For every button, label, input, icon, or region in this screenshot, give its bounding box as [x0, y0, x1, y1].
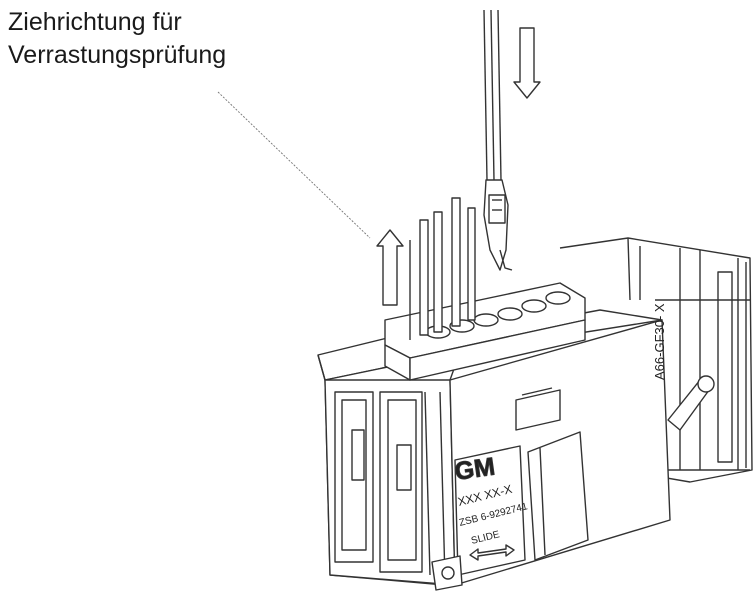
connector-labels: GM XXX XX-X ZSB 6-9292741 SLIDE A66-GF30… — [452, 303, 667, 547]
pull-direction-caption: Ziehrichtung für Verrastungsprüfung — [8, 6, 226, 72]
gm-logo: GM — [453, 453, 497, 486]
pull-arrow-icon — [376, 229, 404, 306]
material-label: A66-GF30- X — [652, 303, 667, 380]
caption-line-1: Ziehrichtung für — [8, 8, 182, 36]
test-probe — [483, 9, 513, 271]
caption-line-2: Verrastungsprüfung — [8, 41, 227, 69]
pins — [409, 197, 476, 340]
terminal-plate — [384, 282, 586, 381]
latch-slot — [667, 375, 715, 431]
caption-leader-line — [217, 91, 371, 239]
push-arrow-icon — [513, 27, 541, 99]
